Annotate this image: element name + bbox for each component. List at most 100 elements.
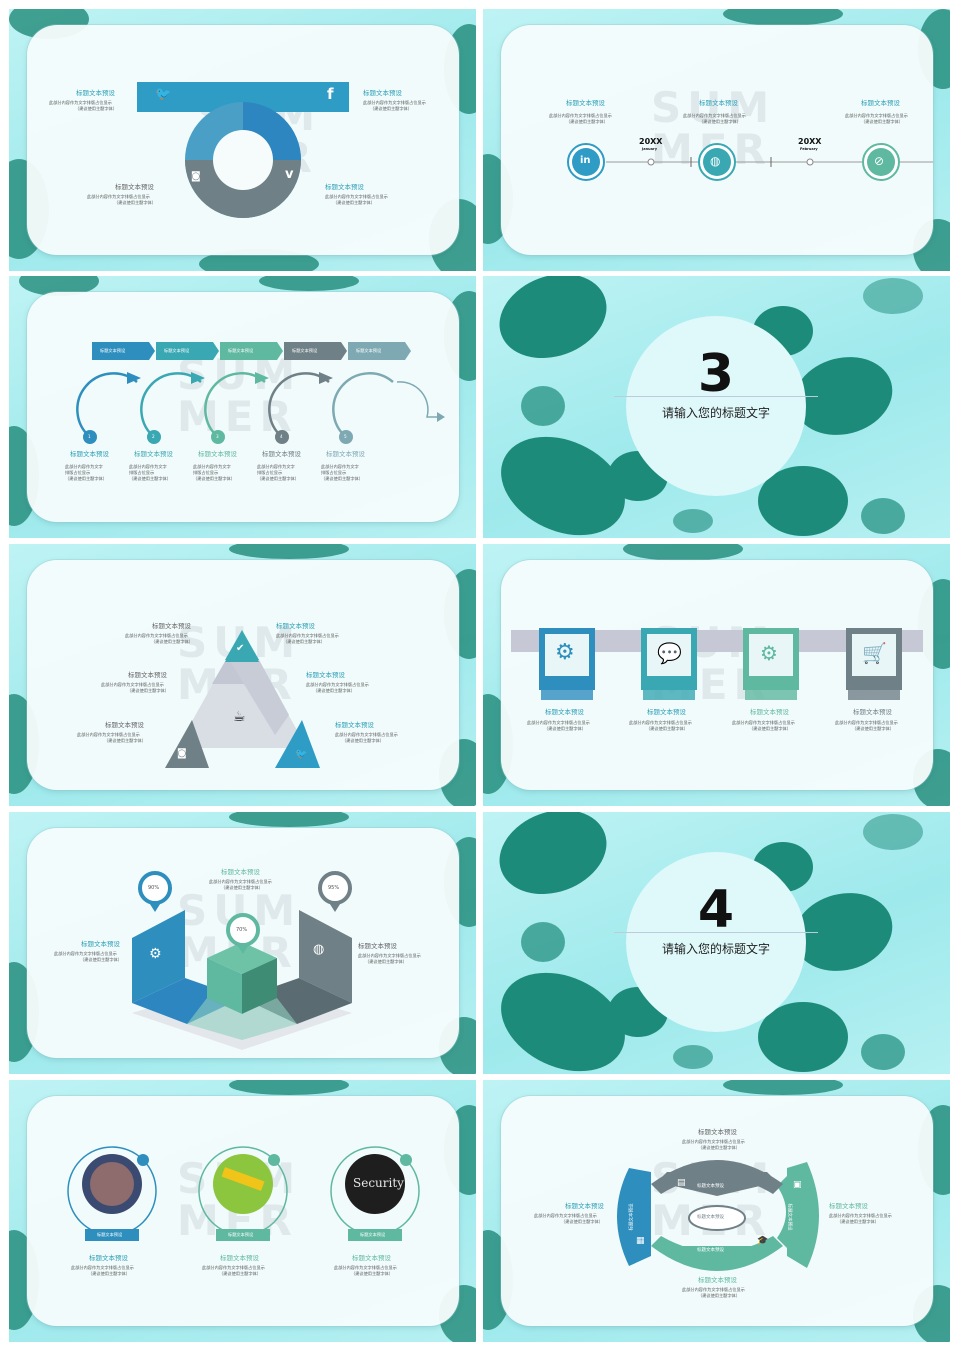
desc: （建议使用主题字体） (544, 726, 586, 731)
desc: 此部分内容作为文字 (193, 464, 231, 469)
segment-label: 标题文本预设 (697, 1184, 724, 1189)
month-label: January (642, 147, 658, 151)
security-photo-text: Security (353, 1176, 404, 1190)
briefcase-icon: ▦ (636, 1236, 645, 1246)
tablet-gear-icon[interactable]: ⚙ (760, 641, 778, 665)
vimeo-icon[interactable]: v (285, 167, 294, 182)
step-label: 标题文本预设 (356, 348, 382, 353)
desc: （建议使用主题字体） (370, 106, 412, 111)
segment-ring (617, 1160, 819, 1271)
desc: 此部分内容作为文字排版占位显示 (358, 953, 421, 958)
title: 标题文本预设 (829, 1202, 868, 1210)
desc: 此部分内容作为文字排版占位显示 (209, 879, 272, 884)
step-label: 标题文本预设 (228, 348, 254, 353)
step-label: 标题文本预设 (292, 348, 318, 353)
section-number: 3 (697, 344, 735, 404)
title: 标题文本预设 (326, 450, 365, 458)
check-icon[interactable]: ✔ (236, 643, 245, 654)
month-label: February (800, 147, 818, 151)
desc: 排版占位显示 (257, 470, 283, 475)
slide-8-section-4[interactable]: 4 请输入您的标题文字 (483, 812, 950, 1074)
facebook-icon[interactable]: f (327, 85, 334, 103)
slide-1-social[interactable]: SUM MER 🐦 f ◙ v 标题文本预设 此部分内容作为文字排版占位显示 （… (9, 9, 476, 271)
slide-6-icon-tiles[interactable]: SUM MER ⚙ 💬 ⚙ 🛒 标题文本预设 此部分内容作为文字排版占位显示 （… (483, 544, 950, 806)
chat-icon[interactable]: 💬 (657, 641, 682, 665)
step-number: 3 (216, 434, 219, 439)
globe-icon[interactable]: ◍ (710, 154, 721, 168)
twitter-icon[interactable]: 🐦 (155, 87, 172, 102)
title: 标题文本预设 (545, 708, 584, 716)
title: 标题文本预设 (853, 708, 892, 716)
desc: 排版占位显示 (65, 470, 91, 475)
desc: 此部分内容作为文字排版占位显示 (49, 100, 112, 105)
section-circle: 3 请输入您的标题文字 (614, 316, 818, 496)
newspaper-icon: ▤ (677, 1178, 686, 1188)
instagram-icon[interactable]: ◙ (191, 171, 201, 182)
content-card: SUM MER ⚙ 💬 ⚙ 🛒 标题文本预设 此部分内容作为文字排版占位显示 （… (501, 560, 933, 790)
step-number: 5 (344, 434, 347, 439)
date-label: 20XX (798, 137, 822, 146)
cart-icon[interactable]: 🛒 (862, 641, 887, 665)
instagram-icon[interactable]: ◙ (177, 748, 187, 759)
desc: （建议使用主题字体） (75, 106, 117, 111)
section-number: 4 (697, 880, 735, 940)
desc: （建议使用主题字体） (221, 885, 263, 890)
desc: （建议使用主题字体） (65, 476, 107, 481)
desc: 此部分内容作为文字 (129, 464, 167, 469)
desc: 此部分内容作为文字排版占位显示 (683, 113, 746, 118)
desc: 此部分内容作为文字排版占位显示 (732, 720, 795, 725)
slide-3-process[interactable]: SUM MER 标 (9, 276, 476, 538)
globe-icon: ◍ (313, 942, 325, 957)
title: 标题文本预设 (699, 99, 738, 107)
content-card: SUM MER 标 (27, 292, 459, 522)
content-card: SUM MER ✔ ☕ ◙ 🐦 标题文本预设 此部分内容作为文字排版占位显示 （… (27, 560, 459, 790)
section-circle: 4 请输入您的标题文字 (614, 852, 818, 1032)
title: 标题文本预设 (335, 721, 374, 729)
desc: 排版占位显示 (129, 470, 155, 475)
title: 标题文本预设 (76, 89, 115, 97)
globe-gear-icon[interactable]: ⚙ (555, 640, 575, 665)
photo-badge: 标题文本预设 (228, 1232, 254, 1237)
slide-5-triangle[interactable]: SUM MER ✔ ☕ ◙ 🐦 标题文本预设 此部分内容作为文字排版占位显示 （… (9, 544, 476, 806)
linkedin-icon[interactable]: in (580, 155, 591, 166)
desc: 此部分内容作为文字排版占位显示 (363, 100, 426, 105)
title: 标题文本预设 (81, 940, 120, 948)
title: 标题文本预设 (134, 450, 173, 458)
desc: （建议使用主题字体） (333, 200, 375, 205)
desc: （建议使用主题字体） (88, 1271, 130, 1276)
slide-10-segments[interactable]: SUM MER ▤ ▣ ▦ 🎓 标题文本预设 标题文本预设 标题文本预设 标题文… (483, 1080, 950, 1342)
slide-4-section-3[interactable]: 3 请输入您的标题文字 (483, 276, 950, 538)
desc: 此部分内容作为文字 (65, 464, 103, 469)
desc: （建议使用主题字体） (365, 959, 407, 964)
desc: 此部分内容作为文字排版占位显示 (202, 1265, 265, 1270)
title: 标题文本预设 (115, 183, 154, 191)
watermark: SUM (651, 83, 776, 132)
desc: 此部分内容作为文字 (321, 464, 359, 469)
compass-icon[interactable]: ⊘ (874, 154, 885, 168)
twitter-icon[interactable]: 🐦 (295, 749, 308, 760)
desc: （建议使用主题字体） (561, 1219, 603, 1224)
content-card: SUM MER ▤ ▣ ▦ 🎓 标题文本预设 标题文本预设 标题文本预设 标题文… (501, 1096, 933, 1326)
pin-value: 95% (328, 885, 340, 891)
section-title[interactable]: 请输入您的标题文字 (661, 942, 770, 956)
segment-label: 标题文本预设 (629, 1203, 635, 1231)
watermark: MER (177, 392, 298, 441)
desc: 此部分内容作为文字排版占位显示 (682, 1139, 745, 1144)
slide-2-timeline[interactable]: SUM MER in ◍ ⊘ 20XX January 20XX Februar… (483, 9, 950, 271)
slide-9-photos[interactable]: SUM MER Security 标题文本预设 标题文本预设 标题文本预设 标题… (9, 1080, 476, 1342)
desc: （建议使用主题字体） (566, 119, 608, 124)
content-card: SUM MER 90% 70% 95% ⚙ ◍ 标题文本预设 此部分内容作为文字… (27, 828, 459, 1058)
gears-icon: ⚙ (149, 946, 162, 962)
section-title[interactable]: 请输入您的标题文字 (661, 406, 770, 420)
title: 标题文本预设 (698, 1276, 737, 1284)
desc: 此部分内容作为文字排版占位显示 (835, 720, 898, 725)
title: 标题文本预设 (276, 622, 315, 630)
desc: （建议使用主题字体） (114, 200, 156, 205)
desc: （建议使用主题字体） (699, 119, 741, 124)
title: 标题文本预设 (566, 99, 605, 107)
desc: （建议使用主题字体） (257, 476, 299, 481)
slide-7-pins[interactable]: SUM MER 90% 70% 95% ⚙ ◍ 标题文本预设 此部分内容作为文字… (9, 812, 476, 1074)
title: 标题文本预设 (105, 721, 144, 729)
desc: （建议使用主题字体） (104, 738, 146, 743)
desc: （建议使用主题字体） (852, 726, 894, 731)
